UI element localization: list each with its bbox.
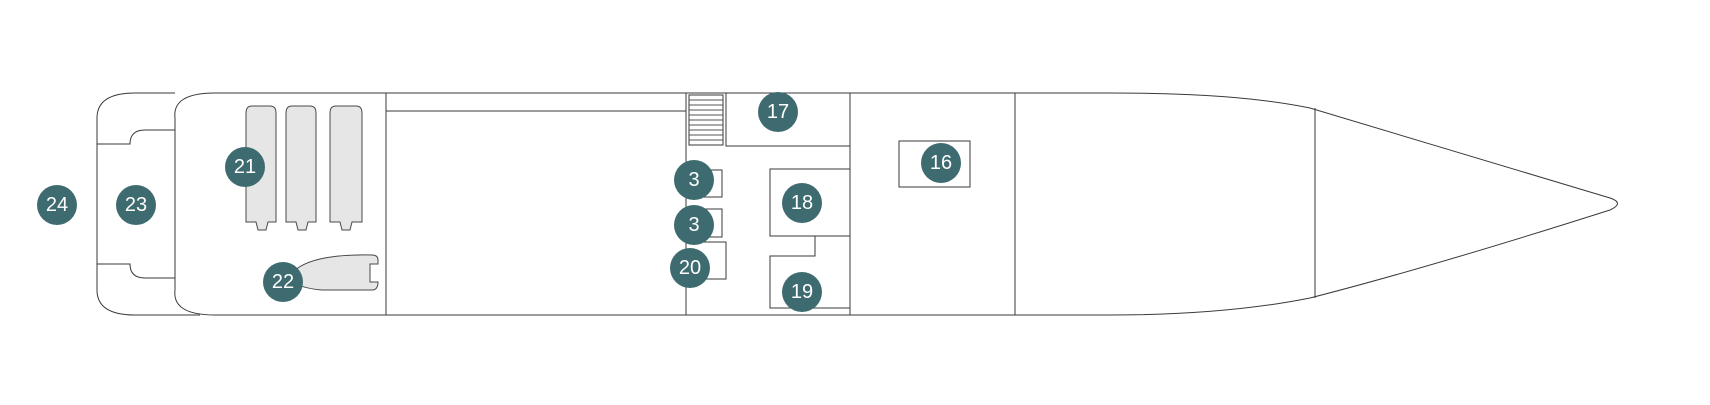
marker-22-label: 22 — [272, 271, 294, 293]
room-16 — [898, 140, 971, 188]
lifeboat-2 — [285, 105, 317, 231]
marker-20: 20 — [670, 248, 710, 288]
marker-23-label: 23 — [125, 194, 147, 216]
room-18 — [769, 168, 851, 237]
stairs-treads — [689, 99, 723, 141]
marker-3-lower: 3 — [674, 205, 714, 245]
marker-24: 24 — [37, 185, 77, 225]
hull-outline — [174, 92, 1618, 316]
marker-16-label: 16 — [930, 152, 952, 174]
marker-23: 23 — [116, 185, 156, 225]
marker-18: 18 — [782, 183, 822, 223]
marker-17: 17 — [758, 92, 798, 132]
lifeboat-3 — [329, 105, 363, 231]
marker-21: 21 — [225, 147, 265, 187]
marker-19-label: 19 — [791, 281, 813, 303]
marker-24-label: 24 — [46, 194, 68, 216]
marker-21-label: 21 — [234, 156, 256, 178]
marker-22: 22 — [263, 262, 303, 302]
room-17-wall — [725, 93, 850, 147]
stern-step-bottom — [97, 263, 175, 279]
marker-16: 16 — [921, 143, 961, 183]
stern-platform — [96, 92, 200, 316]
marker-3-upper: 3 — [674, 160, 714, 200]
marker-3-lower-label: 3 — [688, 214, 699, 236]
marker-3-upper-label: 3 — [688, 169, 699, 191]
marker-19: 19 — [782, 272, 822, 312]
stern-step-top — [97, 129, 175, 145]
marker-17-label: 17 — [767, 101, 789, 123]
marker-20-label: 20 — [679, 257, 701, 279]
tender-boat — [291, 254, 379, 291]
marker-18-label: 18 — [791, 192, 813, 214]
